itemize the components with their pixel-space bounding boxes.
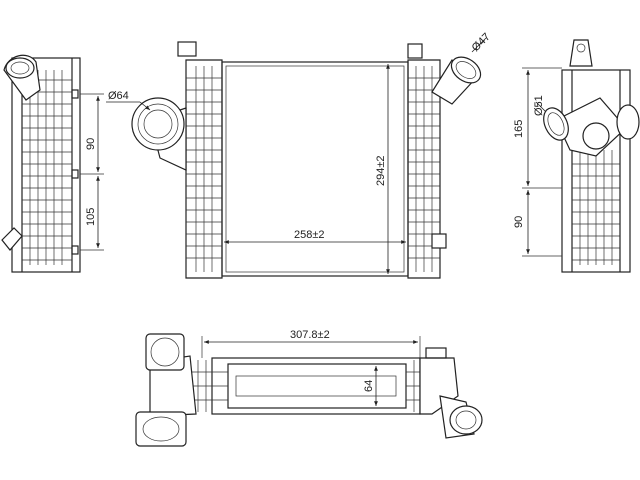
front-view: Ø64 Ø47 258±2 294±2 — [106, 31, 493, 279]
dim-left-lower: 105 — [85, 208, 97, 226]
dim-inlet-diameter: Ø64 — [108, 90, 129, 102]
left-grid — [22, 70, 72, 265]
bottom-view: 307.8±2 64 — [135, 329, 483, 447]
dim-overall-length: 307.8±2 — [290, 329, 330, 341]
dim-side-outlet-diameter: Ø51 — [533, 95, 545, 116]
dim-right-upper: 165 — [513, 120, 525, 138]
dim-left-upper: 90 — [85, 138, 97, 150]
dim-core-height: 294±2 — [375, 155, 387, 186]
front-left-grid — [186, 66, 222, 272]
right-grid — [572, 150, 620, 265]
dim-right-lower: 90 — [513, 216, 525, 228]
dim-depth: 64 — [363, 380, 375, 392]
left-side-view: 90 105 — [1, 54, 104, 273]
right-side-view: 165 90 Ø51 — [513, 39, 640, 273]
dim-core-width: 258±2 — [294, 229, 325, 241]
